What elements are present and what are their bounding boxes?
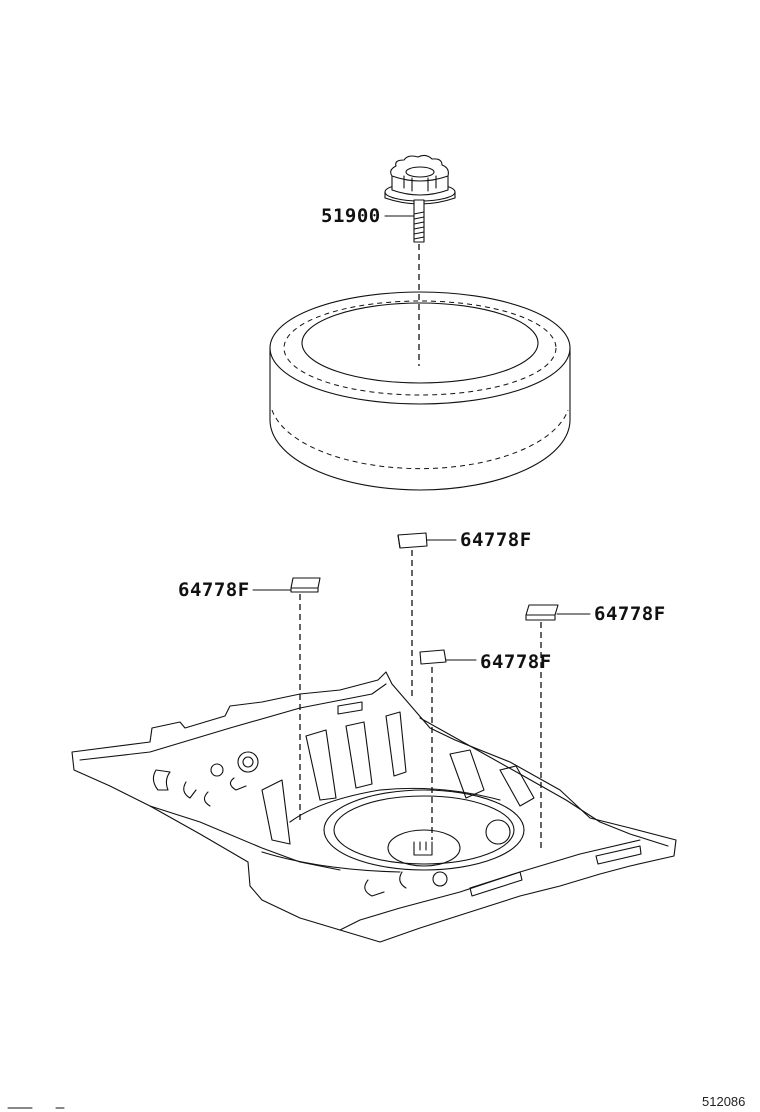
part-number-label-pad-left[interactable]: 64778F — [178, 579, 250, 601]
spare-tire-icon — [269, 291, 571, 491]
clamp-bolt-icon — [384, 154, 456, 243]
part-number-label-pad-top[interactable]: 64778F — [460, 529, 532, 551]
pad-center-icon — [419, 649, 447, 665]
pad-top-icon — [397, 532, 428, 549]
pad-right-icon — [525, 604, 559, 621]
part-number-label-pad-right[interactable]: 64778F — [594, 603, 666, 625]
figure-number: 512086 — [702, 1094, 746, 1109]
part-number-label-pad-center[interactable]: 64778F — [480, 651, 552, 673]
floor-pan-icon — [71, 671, 677, 943]
part-number-label-bolt[interactable]: 51900 — [321, 205, 381, 227]
pad-left-icon — [290, 577, 321, 593]
